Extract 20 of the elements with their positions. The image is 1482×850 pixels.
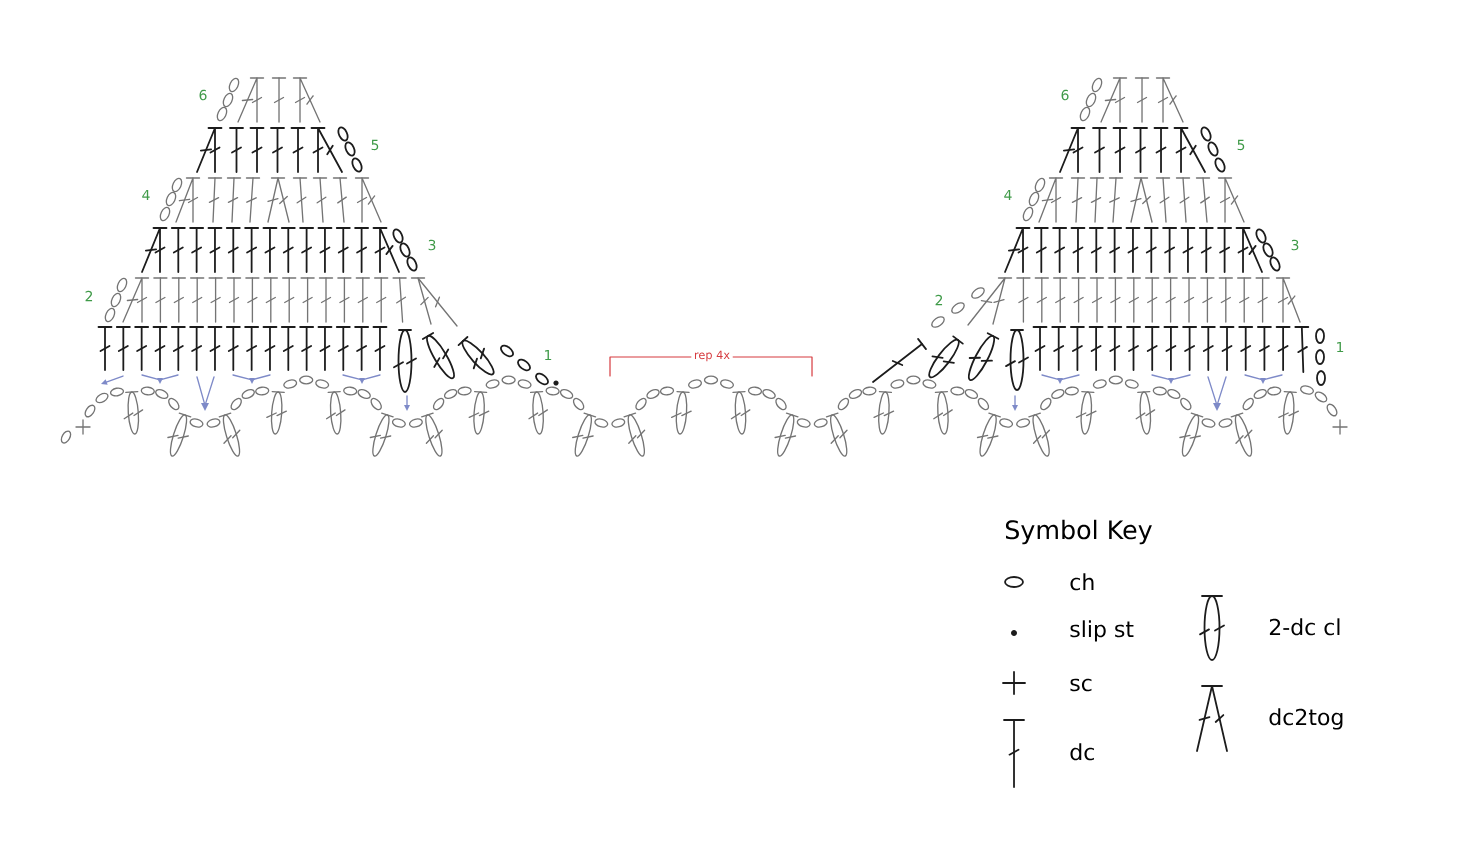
- row-number: 1: [1337, 341, 1344, 353]
- legend-label: sc: [1070, 678, 1092, 692]
- legend-label: ch: [1070, 573, 1094, 591]
- legend-label: dc2tog: [1269, 708, 1343, 730]
- row-number: 6: [199, 89, 207, 101]
- repeat-label: rep 4x: [691, 348, 733, 364]
- legend-title: Symbol Key: [1005, 519, 1152, 545]
- row-number: 6: [1061, 89, 1069, 101]
- row-number: 1: [545, 349, 552, 361]
- row-number: 3: [428, 239, 436, 251]
- row-number: 4: [1004, 189, 1012, 201]
- row-number: 4: [142, 189, 150, 201]
- row-number: 3: [1291, 239, 1299, 251]
- row-number: 2: [935, 294, 943, 306]
- row-number: 5: [371, 139, 379, 151]
- row-number: 2: [85, 290, 93, 302]
- legend-label: 2-dc cl: [1269, 618, 1340, 636]
- legend-label: slip st: [1070, 620, 1134, 642]
- legend-label: dc: [1070, 743, 1094, 761]
- row-number: 5: [1237, 139, 1245, 151]
